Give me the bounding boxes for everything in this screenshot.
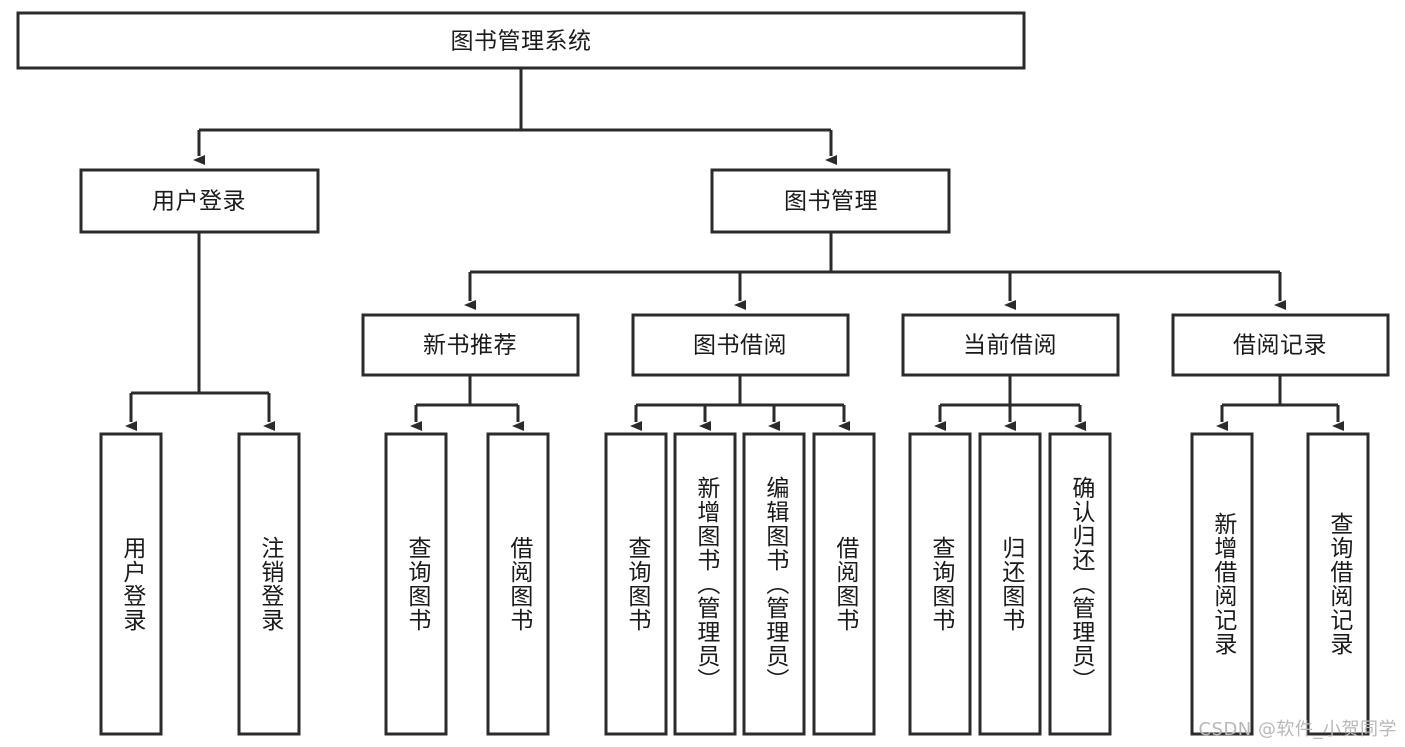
- connector-group-current-borrow: [934, 375, 1086, 431]
- node-borrow-record-rect[interactable]: [1171, 313, 1390, 377]
- leaf-rect-book-borrow-2[interactable]: [742, 432, 806, 736]
- node-root-label: 图书管理系统: [451, 29, 592, 55]
- leaf-rect-current-borrow-2[interactable]: [1048, 432, 1112, 736]
- node-book-borrow-label: 图书借阅: [693, 333, 787, 359]
- node-current-borrow-label: 当前借阅: [963, 333, 1057, 359]
- connector-group-new-book: [410, 375, 524, 431]
- leaf-rect-user-login-1[interactable]: [237, 432, 301, 736]
- connector-group-book-borrow: [630, 375, 850, 431]
- watermark-text: CSDN @软件_小贺同学: [1198, 719, 1397, 740]
- leaf-rect-borrow-record-1[interactable]: [1306, 432, 1370, 736]
- leaf-rect-book-borrow-1[interactable]: [673, 432, 737, 736]
- leaf-rect-book-borrow-3[interactable]: [812, 432, 876, 736]
- node-user-login-rect[interactable]: [79, 168, 320, 234]
- leaf-rect-borrow-record-0[interactable]: [1190, 432, 1254, 736]
- leaf-rect-book-borrow-0[interactable]: [604, 432, 668, 736]
- leaf-rect-current-borrow-1[interactable]: [978, 432, 1042, 736]
- node-new-book-recommend-rect[interactable]: [361, 313, 580, 377]
- node-book-manage-rect[interactable]: [710, 168, 951, 234]
- leaf-rect-user-login-0[interactable]: [99, 432, 163, 736]
- node-borrow-record[interactable]: 借阅记录: [1171, 313, 1390, 377]
- node-user-login-label: 用户登录: [152, 189, 246, 215]
- node-root-rect[interactable]: [16, 11, 1026, 70]
- node-current-borrow[interactable]: 当前借阅: [901, 313, 1120, 377]
- node-new-book-recommend-label: 新书推荐: [423, 333, 517, 359]
- leaf-rect-current-borrow-0[interactable]: [908, 432, 972, 736]
- connector-group-book-manage: [464, 232, 1286, 310]
- node-current-borrow-rect[interactable]: [901, 313, 1120, 377]
- node-root[interactable]: 图书管理系统: [16, 11, 1026, 70]
- node-borrow-record-label: 借阅记录: [1233, 333, 1327, 359]
- connector-group-borrow-record: [1216, 375, 1344, 431]
- node-book-borrow-rect[interactable]: [631, 313, 850, 377]
- node-book-manage-label: 图书管理: [784, 189, 878, 215]
- node-book-borrow[interactable]: 图书借阅: [631, 313, 850, 377]
- connector-group-user-login: [125, 232, 275, 431]
- connector-group-root: [193, 68, 837, 165]
- leaf-rect-new-book-1[interactable]: [486, 432, 550, 736]
- node-book-manage[interactable]: 图书管理: [710, 168, 951, 234]
- node-new-book-recommend[interactable]: 新书推荐: [361, 313, 580, 377]
- node-user-login[interactable]: 用户登录: [79, 168, 320, 234]
- leaf-rect-new-book-0[interactable]: [384, 432, 448, 736]
